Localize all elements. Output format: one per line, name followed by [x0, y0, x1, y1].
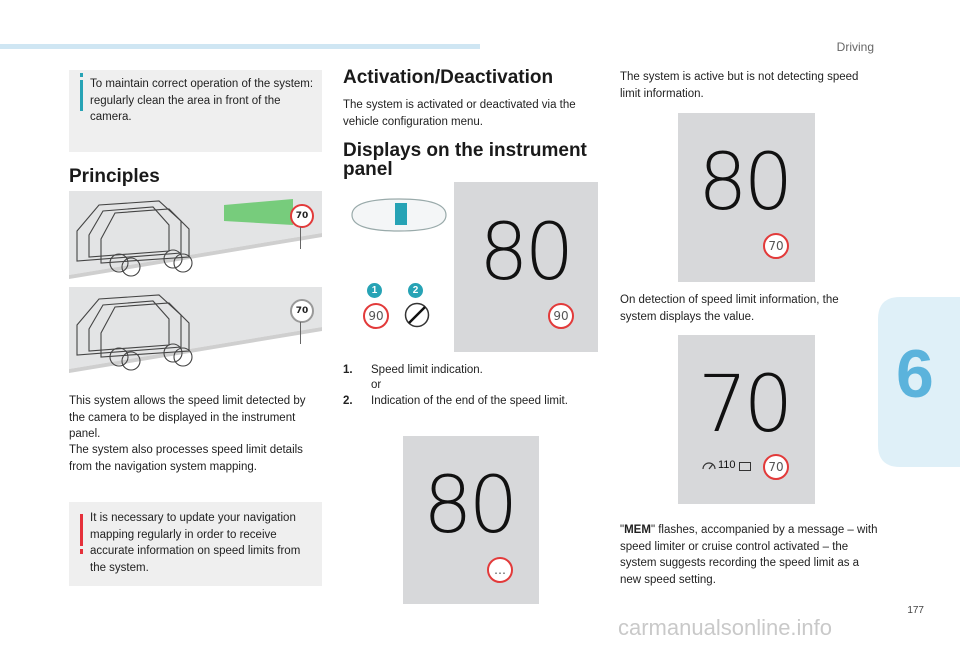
item-2-text: Indication of the end of the speed limit… — [371, 395, 568, 407]
mem-quote-open: " — [620, 524, 625, 536]
principles-body-2: The system also processes speed limit de… — [69, 444, 303, 473]
panel-4-sign: 70 — [763, 454, 789, 480]
panel-4-speed: 70 — [698, 360, 793, 450]
panel-3-speed: 80 — [698, 138, 793, 228]
instrument-panel-2: 80 … — [403, 436, 539, 604]
badge-1: 1 — [367, 283, 382, 298]
header-accent-bar — [0, 44, 480, 49]
panel-3-sign: 70 — [763, 233, 789, 259]
warning-note-text: It is necessary to update your navigatio… — [90, 512, 301, 575]
warning-note: It is necessary to update your navigatio… — [69, 502, 322, 586]
activation-text: The system is activated or deactivated v… — [343, 99, 576, 128]
speedometer-memory-icon — [702, 462, 716, 470]
car-detection-drawing-2 — [69, 294, 322, 381]
chapter-number: 6 — [896, 336, 934, 412]
item-2-number: 2. — [343, 395, 353, 407]
mem-paragraph: "MEM" flashes, accompanied by a message … — [620, 522, 878, 589]
section-title: Driving — [836, 40, 874, 54]
item-1-text: Speed limit indication. — [371, 364, 483, 376]
car-detection-drawing-1 — [69, 199, 322, 287]
sign-top-value: 70 — [295, 211, 309, 221]
principles-heading: Principles — [69, 166, 160, 187]
right-text-2: On detection of speed limit information,… — [620, 294, 839, 323]
displays-heading-line-1: Displays on the instrument — [343, 140, 587, 161]
info-note: To maintain correct operation of the sys… — [69, 70, 322, 152]
instrument-panel-1: 80 1 2 90 90 — [343, 182, 598, 352]
unknown-limit-value: … — [494, 563, 506, 577]
detected-sign-top: 70 — [290, 204, 314, 228]
camera-illustration-1: 70 — [69, 191, 322, 287]
windscreen-camera-icon — [351, 198, 447, 232]
instrument-panel-3: 80 70 — [678, 113, 815, 282]
mem-text: " flashes, accompanied by a message – wi… — [620, 524, 878, 587]
page-number: 177 — [907, 605, 924, 616]
principles-body-1: This system allows the speed limit detec… — [69, 395, 306, 441]
detected-sign-bottom: 70 — [290, 299, 314, 323]
unknown-limit-sign: … — [487, 557, 513, 583]
warning-bar — [80, 514, 83, 546]
item-1-or: or — [371, 379, 382, 391]
memory-speed-value: 110 — [718, 459, 736, 471]
right-text-1: The system is active but is not detectin… — [620, 71, 859, 100]
panel-1-speed: 80 — [479, 208, 574, 298]
sign-right-value: 90 — [553, 309, 569, 323]
badge-2: 2 — [408, 283, 423, 298]
camera-illustration-2: 70 — [69, 287, 322, 381]
sign-1-value: 90 — [368, 309, 384, 323]
panel-3-sign-value: 70 — [768, 239, 784, 253]
sign-bottom-value: 70 — [295, 306, 309, 316]
chapter-tab — [878, 297, 960, 467]
activation-heading: Activation/Deactivation — [343, 67, 554, 88]
sign-post — [300, 227, 301, 249]
info-bar-dot — [80, 73, 83, 77]
instrument-panel-4: 70 110 70 — [678, 335, 815, 504]
memory-unit — [739, 462, 751, 471]
sign-post — [300, 322, 301, 344]
warning-bar-dot — [80, 549, 83, 554]
panel-4-sign-value: 70 — [768, 460, 784, 474]
mem-keyword: MEM — [624, 524, 651, 536]
info-note-text: To maintain correct operation of the sys… — [90, 78, 314, 124]
speed-limit-sign-1: 90 — [363, 303, 389, 329]
displays-heading-line-2: panel — [343, 159, 393, 180]
speed-limit-sign-right: 90 — [548, 303, 574, 329]
item-1-number: 1. — [343, 364, 353, 376]
end-of-limit-icon — [404, 302, 430, 328]
info-bar — [80, 80, 83, 111]
watermark: carmanualsonline.info — [618, 615, 833, 640]
panel-1-screen — [454, 182, 598, 352]
panel-2-speed: 80 — [423, 461, 518, 551]
